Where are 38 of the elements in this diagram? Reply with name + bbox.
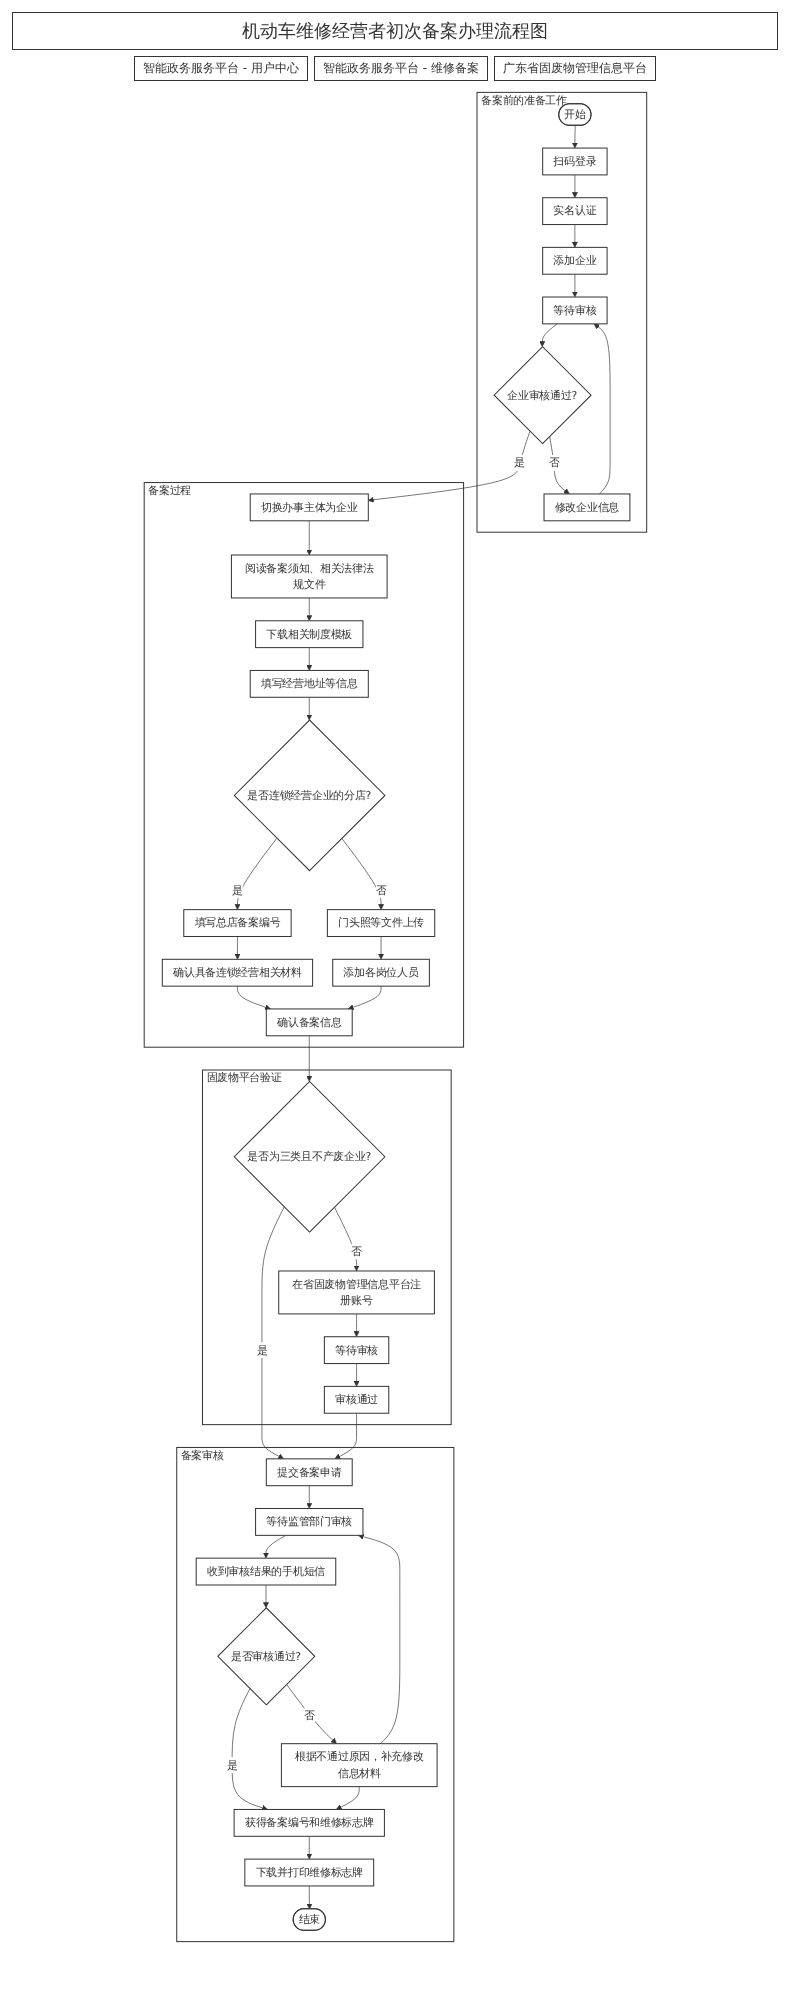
diagram-title: 机动车维修经营者初次备案办理流程图 bbox=[12, 12, 778, 50]
lane-header: 广东省固废物管理信息平台 bbox=[493, 56, 656, 81]
lane-header: 智能政务服务平台 - 用户中心 bbox=[134, 56, 308, 81]
node-box: 切换办事主体为企业 bbox=[249, 493, 369, 522]
node-box: 确认具备连锁经营相关材料 bbox=[161, 958, 313, 987]
node-box: 确认备案信息 bbox=[265, 1008, 353, 1037]
node-diamond: 企业审核通过? bbox=[492, 345, 592, 445]
node-box: 实名认证 bbox=[541, 197, 608, 226]
node-diamond: 是否连锁经营企业的分店? bbox=[233, 719, 386, 872]
node-box: 下载相关制度模板 bbox=[254, 620, 363, 649]
node-box: 填写总店备案编号 bbox=[182, 909, 292, 937]
node-box: 获得备案编号和维修标志牌 bbox=[233, 1808, 385, 1837]
node-box: 扫码登录 bbox=[541, 147, 608, 176]
edge-label: 是 bbox=[226, 1758, 238, 1772]
edge-label: 否 bbox=[375, 883, 386, 897]
node-box: 添加各岗位人员 bbox=[331, 958, 430, 987]
node-box: 修改企业信息 bbox=[543, 493, 630, 522]
node-box: 阅读备案须知、相关法律法规文件 bbox=[230, 554, 388, 599]
node-box: 填写经营地址等信息 bbox=[249, 669, 369, 698]
node-diamond: 是否审核通过? bbox=[216, 1607, 316, 1706]
node-box: 下载并打印维修标志牌 bbox=[243, 1858, 374, 1887]
lane-header: 智能政务服务平台 - 维修备案 bbox=[314, 56, 488, 81]
node-box: 添加企业 bbox=[541, 246, 608, 275]
node-box: 等待审核 bbox=[323, 1336, 389, 1365]
edge-label: 否 bbox=[548, 456, 560, 470]
edge-label: 否 bbox=[350, 1244, 362, 1258]
node-box: 等待监管部门审核 bbox=[254, 1508, 363, 1536]
node-box: 提交备案申请 bbox=[265, 1458, 353, 1487]
node-box: 审核通过 bbox=[323, 1385, 389, 1414]
node-box: 根据不通过原因，补充修改信息材料 bbox=[280, 1743, 438, 1788]
node-box: 在省固废物管理信息平台注册账号 bbox=[277, 1270, 435, 1315]
edge-label: 是 bbox=[256, 1343, 267, 1357]
node-box: 门头照等文件上传 bbox=[326, 909, 435, 937]
edge-label: 是 bbox=[513, 456, 524, 470]
node-box: 等待审核 bbox=[541, 296, 608, 325]
edge-label: 否 bbox=[303, 1708, 315, 1722]
edge-label: 是 bbox=[231, 883, 243, 897]
node-box: 收到审核结果的手机短信 bbox=[195, 1557, 336, 1586]
